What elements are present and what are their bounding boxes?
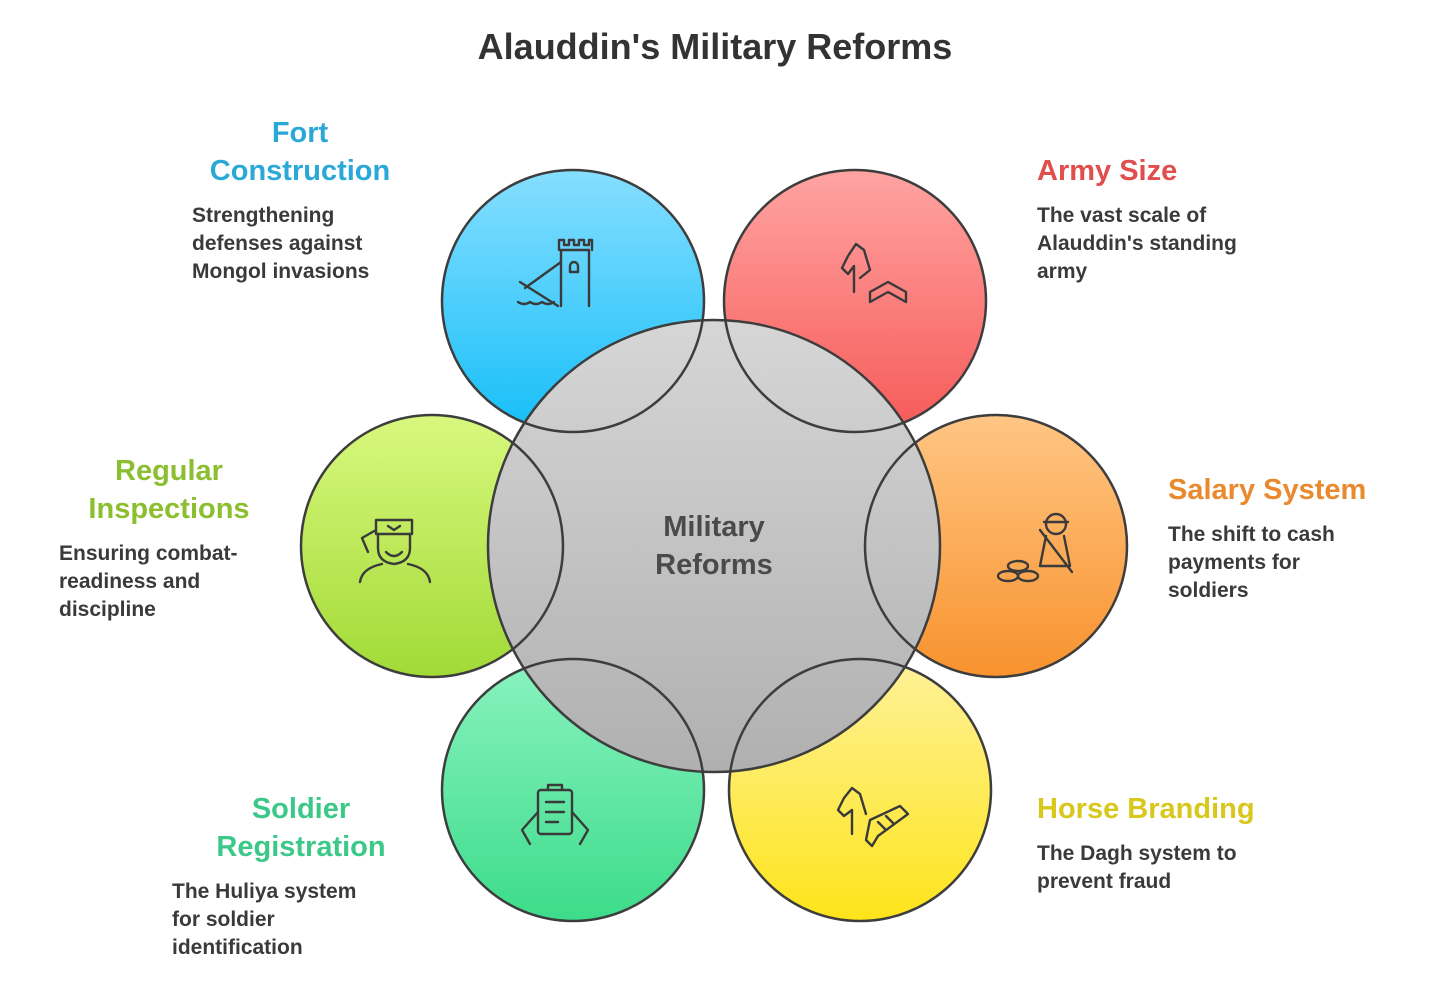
horse-brand-icon <box>836 786 910 848</box>
diagram-title: Alauddin's Military Reforms <box>477 26 953 67</box>
heading: Horse Branding <box>1037 793 1255 825</box>
castle-icon <box>516 238 594 308</box>
center-label-line1: Military <box>663 511 765 543</box>
heading: Salary System <box>1168 474 1367 506</box>
saluting-soldier-icon <box>358 518 432 584</box>
center-label-line2: Reforms <box>655 549 773 581</box>
center-label: Military Reforms <box>594 508 834 584</box>
soldier-coins-icon <box>996 512 1074 583</box>
heading: Army Size <box>1037 155 1178 187</box>
circle-center <box>488 320 940 772</box>
horse-chevron-icon <box>840 242 908 304</box>
clipboard-hands-icon <box>520 783 590 846</box>
